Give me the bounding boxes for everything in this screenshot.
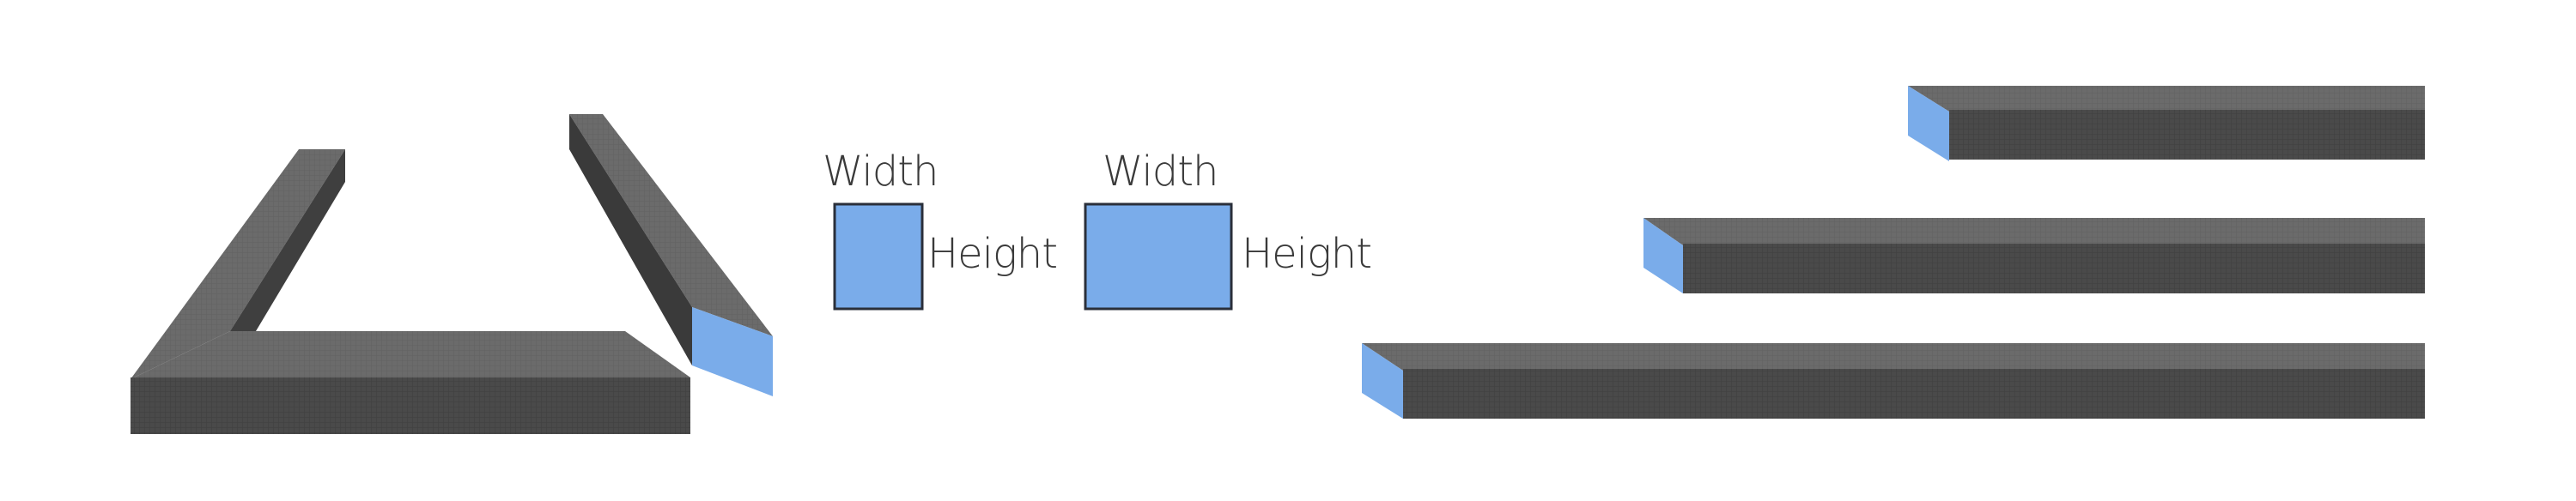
rect-section xyxy=(1084,202,1233,311)
square-section xyxy=(833,202,924,311)
frame-cross-section-face xyxy=(692,307,773,396)
square-height-label: Height xyxy=(927,230,1057,278)
beam-medium-top xyxy=(1643,218,2425,245)
beam-short-end xyxy=(1908,86,1949,161)
frame-arm-side xyxy=(230,149,345,331)
rect-width-label: Width xyxy=(1103,148,1218,196)
beam-short-top xyxy=(1908,86,2425,112)
beam-long-front xyxy=(1403,369,2425,419)
beam-short xyxy=(1908,86,2425,161)
beam-short-front xyxy=(1949,110,2425,160)
frame-diagonal-side xyxy=(569,114,692,365)
cross-section-square: Width Height xyxy=(823,148,1058,311)
beam-long xyxy=(1362,343,2425,419)
mesh-beam-frame xyxy=(131,114,773,434)
beam-long-top xyxy=(1362,343,2425,371)
rect-height-label: Height xyxy=(1242,230,1371,278)
beam-medium-front xyxy=(1683,244,2425,293)
beam-medium-end xyxy=(1643,218,1683,293)
square-width-label: Width xyxy=(823,148,938,196)
frame-arm-top xyxy=(131,149,345,379)
frame-base-top xyxy=(131,331,690,379)
frame-base-front xyxy=(131,377,690,434)
cross-section-rectangle: Width Height xyxy=(1084,148,1372,311)
beam-long-end xyxy=(1362,343,1403,419)
beam-medium xyxy=(1643,218,2425,293)
frame-diagonal-top xyxy=(569,114,773,336)
